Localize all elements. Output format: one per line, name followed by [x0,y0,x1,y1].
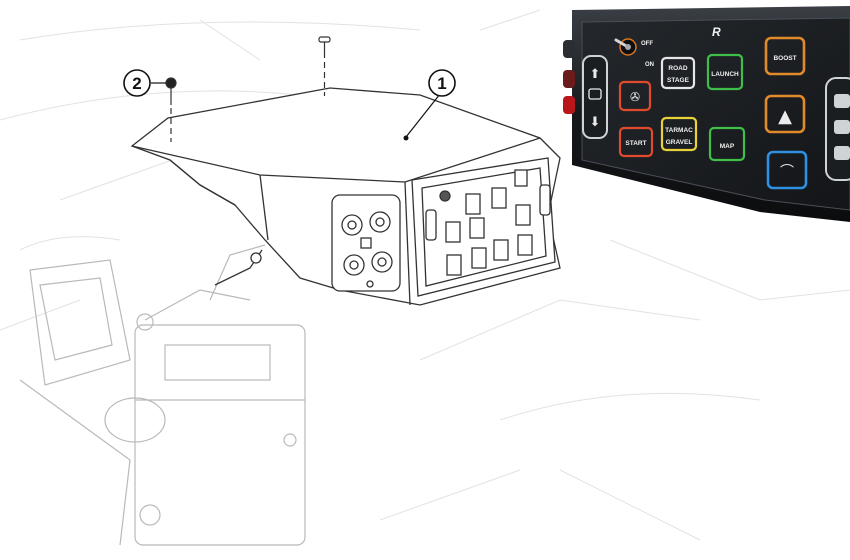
svg-text:BOOST: BOOST [773,55,796,62]
panel-photo-inset: ⬆ ⬇ R OFF ON ✇ START ROAD STAGE TARMAC G… [563,6,850,222]
background-sketch [0,9,850,541]
photo-button-wiper: ⌒ [766,150,808,190]
svg-text:MAP: MAP [720,143,735,150]
photo-button-launch: LAUNCH [706,53,744,91]
svg-text:STAGE: STAGE [667,77,690,84]
photo-button-map: MAP [708,126,746,162]
arrow-up-icon: ⬆ [590,67,601,82]
svg-text:GRAVEL: GRAVEL [666,139,693,146]
callout-1: 1 [403,69,456,141]
mounting-screw [165,77,177,142]
callout-2: 2 [123,69,166,97]
photo-button-tarmac-gravel: TARMAC GRAVEL [660,116,698,152]
fan-icon: ✇ [630,90,640,104]
photo-button-top-right: BOOST [764,36,806,76]
door-icon [588,88,602,100]
wiper-icon: ⌒ [780,164,794,180]
control-panel-housing [130,87,561,306]
svg-text:ROAD: ROAD [668,65,687,72]
callout-2-number: 2 [132,74,141,93]
arrow-down-icon: ⬇ [590,115,601,130]
brand-mark: R [712,25,721,39]
switch-on-label: ON [645,62,654,68]
lower-components [19,244,306,546]
photo-button-start: START [618,126,654,158]
svg-text:START: START [625,140,646,147]
switch-off-label: OFF [641,41,653,47]
top-screw [318,36,331,96]
photo-button-fan: ✇ [618,80,652,112]
photo-button-hazard: ▲ [764,94,806,134]
photo-button-road-stage: ROAD STAGE [660,56,696,90]
svg-text:TARMAC: TARMAC [665,127,693,134]
hazard-icon: ▲ [778,106,792,127]
callout-1-number: 1 [437,74,446,93]
svg-text:LAUNCH: LAUNCH [711,71,739,78]
